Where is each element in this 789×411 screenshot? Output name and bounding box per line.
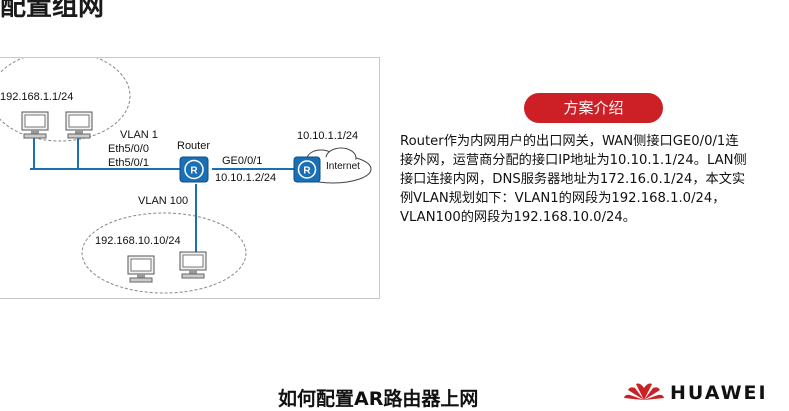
description-line: 例VLAN规划如下：VLAN1的网段为192.168.1.0/24，: [400, 191, 726, 206]
pc-icon: [179, 251, 207, 279]
description-line: Router作为内网用户的出口网关，WAN侧接口GE0/0/1连: [400, 134, 739, 149]
vlan100-subnet-label: 192.168.10.10/24: [95, 235, 181, 247]
wan-ip-label: 10.10.1.2/24: [215, 172, 277, 184]
internet-label: Internet: [326, 161, 360, 172]
pc-icon: [65, 111, 93, 139]
pc-icon: [127, 255, 155, 283]
eth-port-a-label: Eth5/0/0: [108, 143, 149, 155]
vlan1-subnet-label: 192.168.1.1/24: [0, 91, 74, 103]
eth-port-b-label: Eth5/0/1: [108, 157, 149, 169]
bottom-caption: 如何配置AR路由器上网: [278, 388, 479, 410]
gateway-router-icon: R: [293, 156, 321, 183]
page-title: 配置组网: [0, 0, 105, 22]
router-label: Router: [177, 140, 211, 152]
pc-icon: [21, 111, 49, 139]
huawei-petal-icon: [624, 383, 664, 400]
network-topology-diagram: R R 192.168.1.1/24 VLAN 1 Eth5/0/0 Eth5/…: [0, 57, 380, 299]
description-line: 接外网，运营商分配的接口IP地址为10.10.1.1/24。LAN侧: [400, 153, 747, 168]
vlan100-label: VLAN 100: [138, 195, 189, 207]
vlan1-network-ellipse: [0, 58, 131, 142]
vlan1-label: VLAN 1: [120, 129, 158, 141]
svg-text:R: R: [190, 166, 198, 177]
description-line: VLAN100的网段为192.168.10.0/24。: [400, 210, 636, 225]
gateway-ip-label: 10.10.1.1/24: [297, 130, 359, 142]
huawei-logo: HUAWEI: [622, 380, 789, 400]
router-icon: R: [179, 156, 209, 183]
ge-port-label: GE0/0/1: [222, 155, 263, 167]
brand-wordmark: HUAWEI: [670, 382, 768, 400]
solution-description: Router作为内网用户的出口网关，WAN侧接口GE0/0/1连 接外网，运营商…: [400, 132, 782, 227]
topology-drawing: R R: [0, 58, 372, 294]
description-line: 接口连接内网，DNS服务器地址为172.16.0.1/24，本文实: [400, 172, 746, 187]
svg-text:R: R: [303, 166, 311, 177]
vlan100-network-ellipse: [81, 212, 247, 294]
solution-badge: 方案介绍: [524, 93, 663, 123]
